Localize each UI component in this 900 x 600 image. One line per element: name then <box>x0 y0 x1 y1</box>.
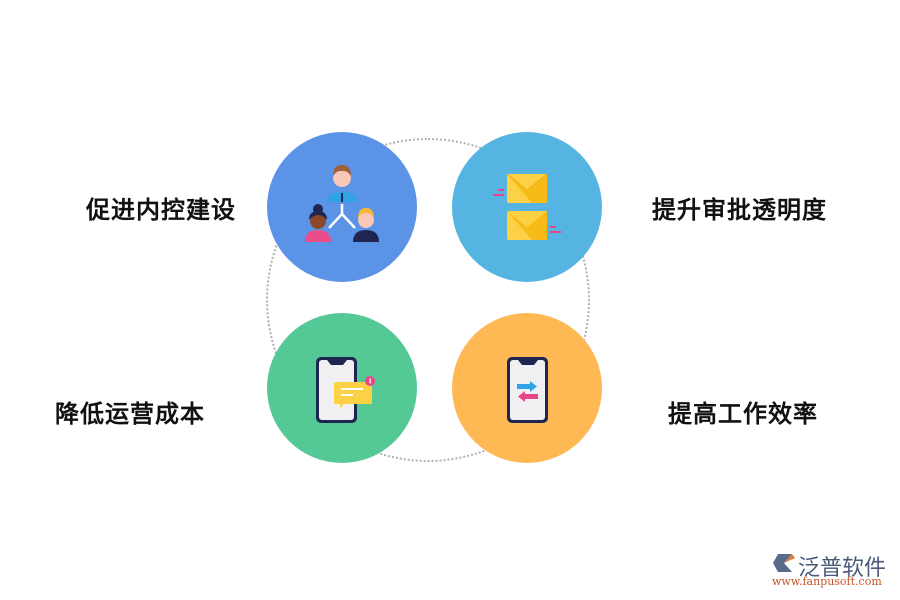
label-improve-efficiency: 提高工作效率 <box>668 400 818 428</box>
circle-reduce-costs <box>267 313 417 463</box>
logo-mark-icon <box>773 554 795 572</box>
logo-url: www.fanpusoft.com <box>772 575 882 588</box>
label-reduce-costs: 降低运营成本 <box>55 400 205 428</box>
circle-approval-transparency <box>452 132 602 282</box>
people-hierarchy-icon <box>305 165 379 242</box>
logo-name: 泛普软件 <box>798 556 887 581</box>
circle-improve-efficiency <box>452 313 602 463</box>
label-internal-control: 促进内控建设 <box>86 196 236 224</box>
envelopes-icon <box>493 173 561 240</box>
dotted-ring <box>266 138 590 462</box>
circle-internal-control <box>267 132 417 282</box>
label-approval-transparency: 提升审批透明度 <box>652 196 827 224</box>
phone-transfer-icon <box>507 357 548 423</box>
phone-message-icon <box>316 357 375 423</box>
